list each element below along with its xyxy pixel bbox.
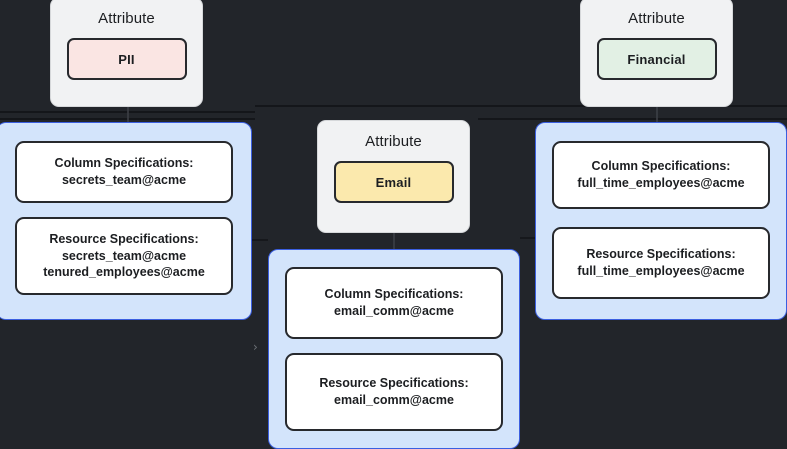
- attribute-chip-pii[interactable]: PII: [66, 38, 187, 80]
- spec-box-heading: Column Specifications:: [54, 156, 194, 171]
- spec-box-entry: secrets_team@acme: [61, 248, 187, 263]
- spec-box-heading: Resource Specifications:: [586, 247, 736, 262]
- spec-box-column-specifications[interactable]: Column Specifications: full_time_employe…: [552, 141, 770, 209]
- spec-box-resource-specifications[interactable]: Resource Specifications: secrets_team@ac…: [15, 217, 233, 295]
- attribute-card-title: Attribute: [365, 133, 422, 150]
- spec-box-heading: Column Specifications:: [591, 159, 731, 174]
- attribute-card-pii[interactable]: Attribute PII: [50, 0, 203, 107]
- spec-box-heading: Resource Specifications:: [319, 376, 469, 391]
- spec-box-entry: full_time_employees@acme: [577, 264, 745, 278]
- spec-box-entry: email_comm@acme: [334, 304, 454, 318]
- attribute-card-email[interactable]: Attribute Email: [317, 120, 470, 233]
- spec-box-heading: Column Specifications:: [324, 287, 464, 302]
- spec-box-entry: secrets_team@acme: [61, 173, 187, 187]
- spec-box-entry: tenured_employees@acme: [43, 265, 205, 280]
- spec-box-resource-specifications[interactable]: Resource Specifications: email_comm@acme: [285, 353, 503, 431]
- attribute-card-financial[interactable]: Attribute Financial: [580, 0, 733, 107]
- spec-box-heading: Resource Specifications:: [49, 231, 199, 246]
- attribute-card-title: Attribute: [628, 10, 685, 27]
- spec-box-entry: full_time_employees@acme: [577, 176, 745, 190]
- spec-group-email[interactable]: Column Specifications: email_comm@acme R…: [268, 249, 520, 449]
- spec-group-pii[interactable]: Column Specifications: secrets_team@acme…: [0, 122, 252, 320]
- attribute-chip-financial[interactable]: Financial: [596, 38, 717, 80]
- spec-group-financial[interactable]: Column Specifications: full_time_employe…: [535, 122, 787, 320]
- spec-box-column-specifications[interactable]: Column Specifications: secrets_team@acme: [15, 141, 233, 203]
- spec-box-entry: email_comm@acme: [334, 393, 454, 407]
- attribute-chip-email[interactable]: Email: [333, 161, 454, 203]
- spec-box-resource-specifications[interactable]: Resource Specifications: full_time_emplo…: [552, 227, 770, 299]
- spec-box-column-specifications[interactable]: Column Specifications: email_comm@acme: [285, 267, 503, 339]
- chevron-right-icon[interactable]: ›: [253, 340, 258, 354]
- attribute-card-title: Attribute: [98, 10, 155, 27]
